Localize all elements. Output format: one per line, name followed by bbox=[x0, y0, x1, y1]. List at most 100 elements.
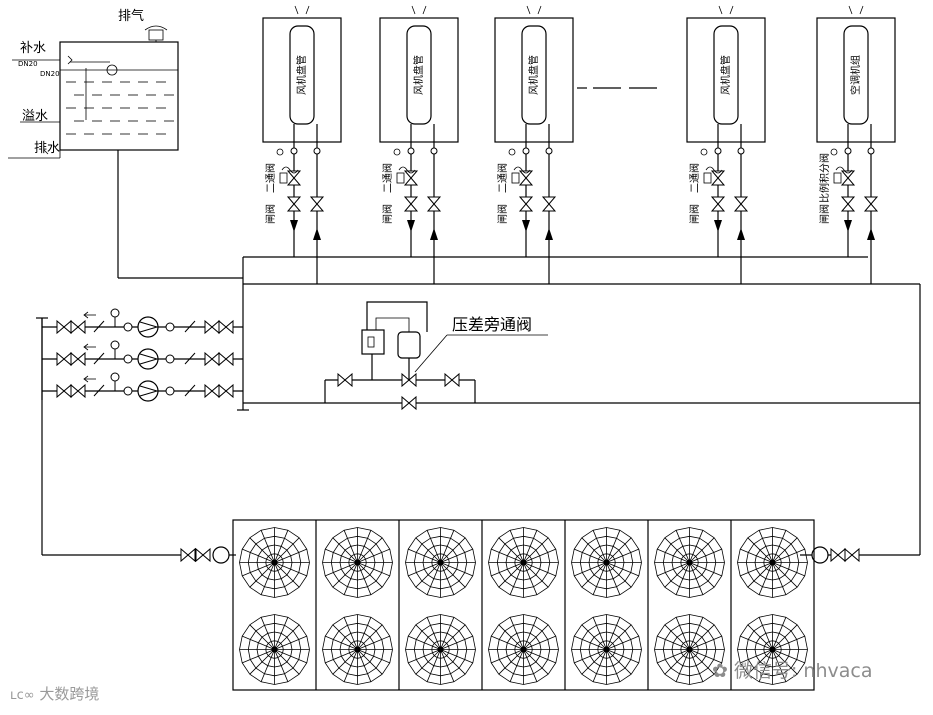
pump-train bbox=[42, 372, 243, 402]
fan-spoke bbox=[274, 649, 289, 682]
pump-train bbox=[42, 340, 243, 370]
fan-hub bbox=[437, 646, 444, 653]
fan-spoke bbox=[574, 562, 607, 577]
pipe-joint bbox=[522, 147, 530, 155]
watermark-left-logo-icon: ʟᴄ∞ bbox=[10, 688, 35, 703]
fan-hub bbox=[271, 559, 278, 566]
fan-spoke bbox=[689, 548, 722, 563]
gate-valve bbox=[519, 196, 533, 212]
fan-spoke bbox=[274, 624, 300, 650]
fan-spoke bbox=[332, 537, 358, 563]
fan-spoke bbox=[325, 649, 358, 664]
pump-group bbox=[36, 308, 249, 411]
fan-spoke bbox=[357, 649, 383, 675]
fan-spoke bbox=[440, 537, 466, 563]
fan-spoke bbox=[274, 530, 289, 563]
fan-spoke bbox=[747, 537, 773, 563]
fan-spoke bbox=[606, 649, 639, 664]
fan-spoke bbox=[242, 649, 275, 664]
vent-label: 排气 bbox=[118, 8, 144, 24]
gate-valve bbox=[841, 196, 855, 212]
fan-spoke bbox=[689, 617, 704, 650]
fan-hub bbox=[520, 646, 527, 653]
fan-spoke bbox=[426, 530, 441, 563]
fan-spoke bbox=[357, 562, 390, 577]
fan-spoke bbox=[332, 624, 358, 650]
gate-valve bbox=[734, 196, 748, 212]
pressure-gauge bbox=[110, 308, 120, 328]
fan-spoke bbox=[343, 617, 358, 650]
fan-spoke bbox=[581, 649, 607, 675]
flow-arrow-up bbox=[430, 228, 438, 240]
airflow-mark bbox=[422, 5, 427, 15]
fan bbox=[239, 527, 310, 598]
fan-spoke bbox=[274, 562, 307, 577]
fan bbox=[654, 527, 725, 598]
fan-spoke bbox=[415, 537, 441, 563]
fan-supply-line bbox=[41, 318, 920, 564]
fan-spoke bbox=[357, 530, 372, 563]
pipe-joint bbox=[545, 147, 553, 155]
fan-spoke bbox=[440, 562, 466, 588]
pipe-joint bbox=[844, 147, 852, 155]
fan-spoke bbox=[740, 562, 773, 577]
fan-spoke bbox=[325, 548, 358, 563]
fan-spoke bbox=[498, 537, 524, 563]
fan-spoke bbox=[343, 562, 358, 595]
airflow-mark bbox=[537, 5, 542, 15]
flex-joint bbox=[165, 354, 175, 364]
check-valve bbox=[182, 384, 198, 397]
fan-spoke bbox=[523, 624, 549, 650]
gate-valve bbox=[56, 320, 72, 334]
fan-spoke bbox=[772, 562, 798, 588]
flex-joint bbox=[123, 322, 133, 332]
fan-spoke bbox=[664, 562, 690, 588]
fan-hub bbox=[603, 646, 610, 653]
airflow-mark bbox=[859, 5, 864, 15]
fan-spoke bbox=[249, 562, 275, 588]
sensor bbox=[830, 148, 838, 156]
check-valve bbox=[91, 352, 107, 365]
fan-spoke bbox=[689, 635, 722, 650]
fan-spoke bbox=[657, 649, 690, 664]
fan-spoke bbox=[740, 635, 773, 650]
control-valve-label: 二通阀 bbox=[264, 163, 277, 193]
fan-spoke bbox=[440, 617, 455, 650]
airflow-mark bbox=[411, 5, 416, 15]
fan-spoke bbox=[426, 617, 441, 650]
fan-spoke bbox=[523, 562, 538, 595]
fan-spoke bbox=[581, 562, 607, 588]
fan-spoke bbox=[758, 617, 773, 650]
check-valve bbox=[91, 320, 107, 333]
fan-spoke bbox=[657, 562, 690, 577]
gate-valve-label: 闸阀 bbox=[264, 204, 277, 224]
pump-train bbox=[42, 308, 243, 338]
fan-spoke bbox=[491, 548, 524, 563]
fan-spoke bbox=[260, 649, 275, 682]
flow-arrow-up bbox=[545, 228, 553, 240]
fan-spoke bbox=[523, 548, 556, 563]
unit-name: 风机盘管 bbox=[412, 55, 425, 95]
fan-spoke bbox=[509, 562, 524, 595]
fan-spoke bbox=[772, 537, 798, 563]
valve-actuator bbox=[833, 172, 842, 184]
gate-valve-label: 闸阀 bbox=[688, 204, 701, 224]
fan-spoke bbox=[523, 635, 556, 650]
fan-spoke bbox=[689, 562, 704, 595]
fan-spoke bbox=[606, 548, 639, 563]
bypass-assembly: 压差旁通阀 bbox=[324, 301, 548, 410]
fan-spoke bbox=[606, 635, 639, 650]
fan-spoke bbox=[408, 548, 441, 563]
fan-spoke bbox=[242, 562, 275, 577]
flex-joint bbox=[123, 354, 133, 364]
fan-spoke bbox=[523, 649, 549, 675]
pipe-joint bbox=[867, 147, 875, 155]
fan-spoke bbox=[491, 562, 524, 577]
fan-spoke bbox=[606, 530, 621, 563]
pipe-size-1: DN20 bbox=[18, 60, 38, 68]
gate-valve bbox=[204, 384, 220, 398]
fan-spoke bbox=[664, 537, 690, 563]
